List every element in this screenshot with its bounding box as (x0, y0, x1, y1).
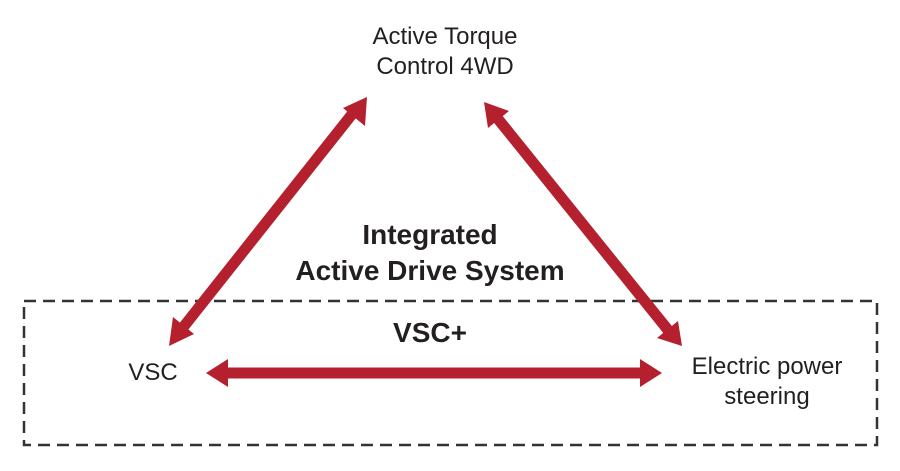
node-label-line2: steering (724, 383, 810, 410)
node-vsc: VSC (108, 358, 198, 388)
node-electric-power-steering: Electric power steering (664, 352, 870, 412)
node-label-line1: Electric power (691, 353, 843, 380)
node-label-line2: Control 4WD (376, 53, 514, 80)
arrowhead-bottom (169, 317, 194, 346)
arrowhead-bottom (657, 321, 682, 346)
node-active-torque-control: Active Torque Control 4WD (300, 22, 590, 82)
node-label-line1: Active Torque (372, 23, 518, 50)
center-title-line1: Integrated (362, 219, 498, 250)
arrowhead-left (206, 359, 228, 387)
vsc-plus-label: VSC+ (393, 317, 467, 348)
arrow-shaft (176, 109, 358, 334)
node-label: VSC (128, 359, 178, 386)
arrow-vsc-to-steering (206, 359, 662, 387)
vsc-plus-dashed-box (22, 299, 879, 447)
arrowhead-right (640, 359, 662, 387)
arrowhead-top (484, 102, 509, 128)
arrow-shaft (493, 115, 673, 334)
arrowhead-top (343, 97, 367, 126)
center-title-line2: Active Drive System (295, 255, 565, 286)
arrow-torque-control-to-steering (484, 102, 682, 346)
center-title: Integrated Active Drive System (230, 217, 630, 289)
arrow-vsc-to-torque-control (169, 97, 367, 346)
